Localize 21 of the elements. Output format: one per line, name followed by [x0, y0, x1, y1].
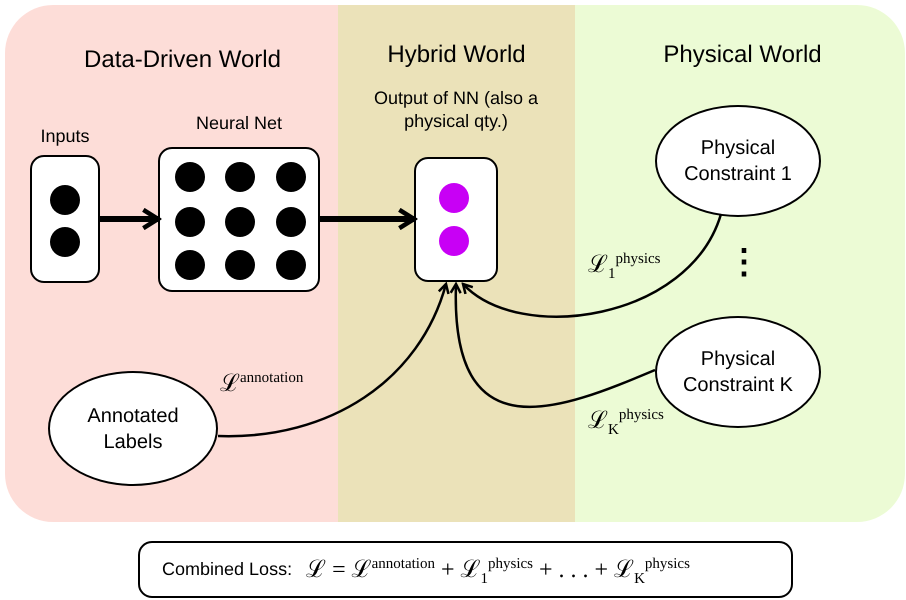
node-label: Physical Constraint K: [682, 347, 794, 398]
box-heading: Inputs: [39, 125, 91, 148]
box-heading: Output of NN (also a physical qty.): [372, 87, 540, 134]
edge-label: ℒ$^{annotation}$: [220, 369, 304, 398]
data-driven-world-region: [5, 5, 338, 522]
physical-world-region: [575, 5, 905, 522]
thick-arrow: [100, 208, 160, 230]
combined-loss-box: [138, 541, 793, 598]
curved-arrow: [450, 282, 656, 408]
vertical-ellipsis: ⋮: [727, 245, 761, 279]
node-label: Physical Constraint 1: [683, 136, 793, 187]
node-label: Annotated Labels: [86, 404, 180, 454]
loss-label: Combined Loss:: [162, 559, 292, 580]
curved-arrow: [218, 282, 450, 438]
thick-arrow: [320, 208, 416, 230]
box-heading: Neural Net: [194, 112, 284, 135]
region-title: Data-Driven World: [83, 46, 282, 74]
region-title: Physical World: [662, 41, 823, 69]
curved-arrow: [462, 214, 722, 318]
hybrid-world-region: [338, 5, 575, 522]
region-title: Hybrid World: [386, 41, 527, 69]
